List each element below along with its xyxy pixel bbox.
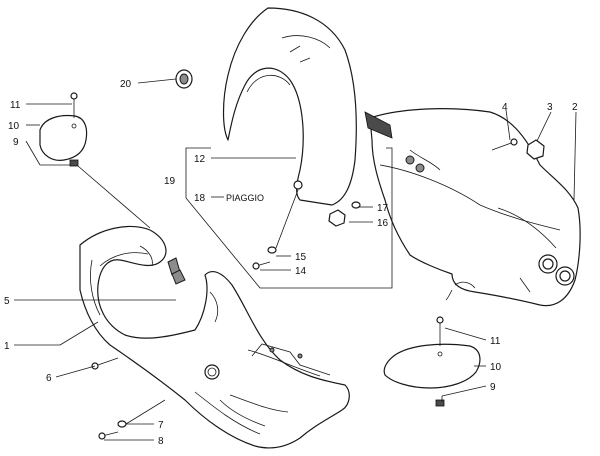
callout-10-right: 10 xyxy=(490,362,502,373)
handlebar-rear-cover-part xyxy=(364,108,581,307)
brand-label: PIAGGIO xyxy=(226,193,264,203)
callout-19: 19 xyxy=(164,176,176,187)
clip-5-part xyxy=(171,269,186,285)
callout-17: 17 xyxy=(377,203,389,214)
callout-1: 1 xyxy=(4,341,10,352)
screw-4-part xyxy=(491,138,518,151)
callout-9-right: 9 xyxy=(490,382,496,393)
small-cover-right-part xyxy=(383,316,481,407)
screw-6-part xyxy=(91,357,119,370)
callout-2: 2 xyxy=(572,102,578,113)
headlight-housing-part xyxy=(79,225,350,449)
grommet-20-part xyxy=(175,69,193,89)
callout-12: 12 xyxy=(194,154,206,165)
callout-6: 6 xyxy=(46,373,52,384)
callout-20: 20 xyxy=(120,79,132,90)
callout-16: 16 xyxy=(377,218,389,229)
upper-shield-part xyxy=(222,7,357,206)
washer-screw-7-8-part xyxy=(98,420,127,440)
callout-5: 5 xyxy=(4,296,10,307)
screw-15-14-part xyxy=(252,246,277,270)
callout-9-left: 9 xyxy=(13,137,19,148)
callout-8: 8 xyxy=(158,436,164,447)
callout-10-left: 10 xyxy=(8,121,20,132)
leader-lines xyxy=(14,78,577,441)
nut-16-17-part xyxy=(328,201,361,227)
nut-3-part xyxy=(526,139,545,160)
callout-15: 15 xyxy=(295,252,307,263)
callout-4: 4 xyxy=(502,102,508,113)
callout-18: 18 xyxy=(194,193,206,204)
callout-11-right: 11 xyxy=(490,336,501,347)
callout-11-left: 11 xyxy=(10,100,21,111)
callout-labels: 20 11 10 9 12 19 18 PIAGGIO 17 16 15 14 … xyxy=(4,79,578,447)
callout-14: 14 xyxy=(295,266,307,277)
callout-7: 7 xyxy=(158,420,164,431)
small-cover-left-part xyxy=(39,92,88,167)
callout-3: 3 xyxy=(547,102,553,113)
